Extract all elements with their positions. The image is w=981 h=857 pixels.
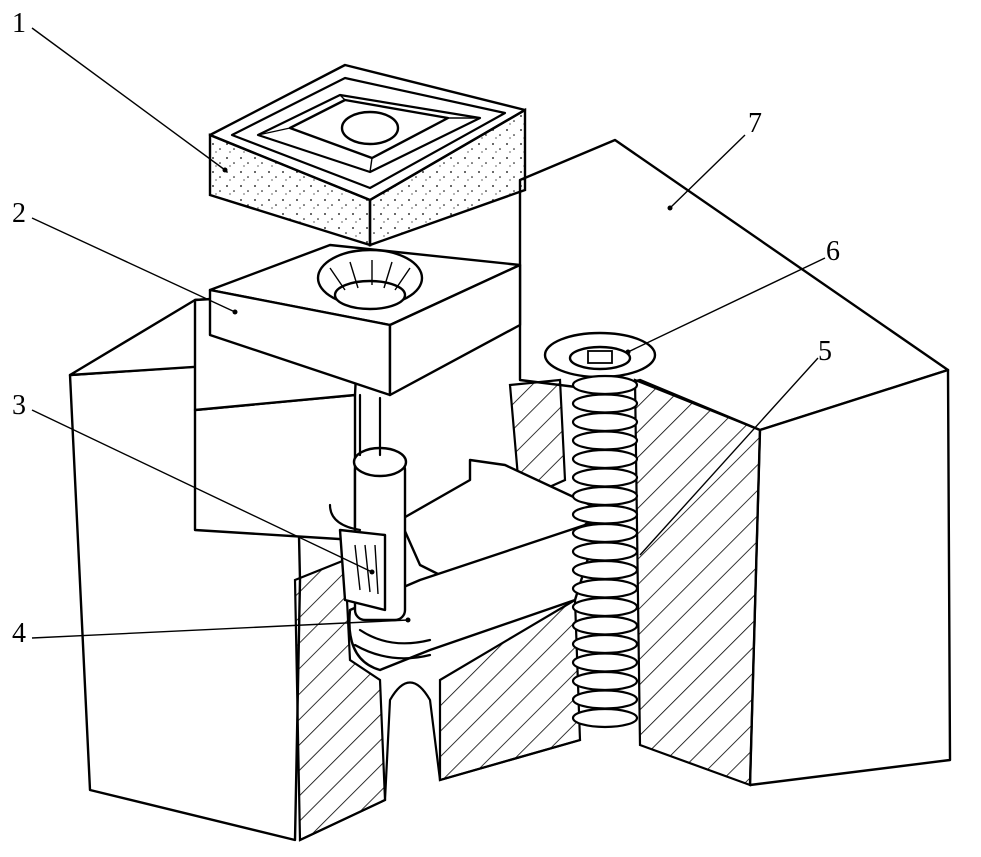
spring-coil-turn (571, 670, 639, 692)
label-holder: 7 (748, 108, 762, 139)
spring-coil-turn (571, 430, 639, 451)
spring-coil-turn (571, 504, 639, 525)
lever-and-pin (328, 446, 602, 672)
shim-plate (208, 243, 522, 457)
label-screw: 6 (826, 236, 840, 267)
spring-coil-turn (571, 578, 639, 599)
spring-coil-turn (571, 689, 639, 710)
spring-coil-turn (571, 541, 639, 562)
label-spring: 5 (818, 336, 832, 367)
spring-coil (571, 374, 639, 729)
spring-coil-turn (571, 707, 639, 729)
leader-lines (31, 27, 826, 639)
spring-coil-turn (571, 485, 639, 507)
label-shim: 2 (12, 198, 26, 229)
spring-coil-turn (571, 633, 639, 655)
spring-coil-turn (571, 393, 639, 414)
clamping-screw (543, 331, 657, 379)
spring-coil-turn (571, 448, 639, 470)
spring-coil-turn (571, 596, 639, 618)
spring-coil-turn (571, 522, 639, 544)
spring-coil-turn (571, 652, 639, 673)
spring-coil-turn (571, 374, 639, 396)
label-pin: 3 (12, 390, 26, 421)
label-insert: 1 (12, 8, 26, 39)
spring-coil-turn (571, 615, 639, 636)
section-hatching (293, 378, 762, 842)
spring-coil-turn (571, 559, 639, 581)
spring-coil-turn (571, 467, 639, 488)
spring-coil-turn (571, 411, 639, 433)
label-lever: 4 (12, 618, 26, 649)
cutting-insert (208, 63, 527, 247)
